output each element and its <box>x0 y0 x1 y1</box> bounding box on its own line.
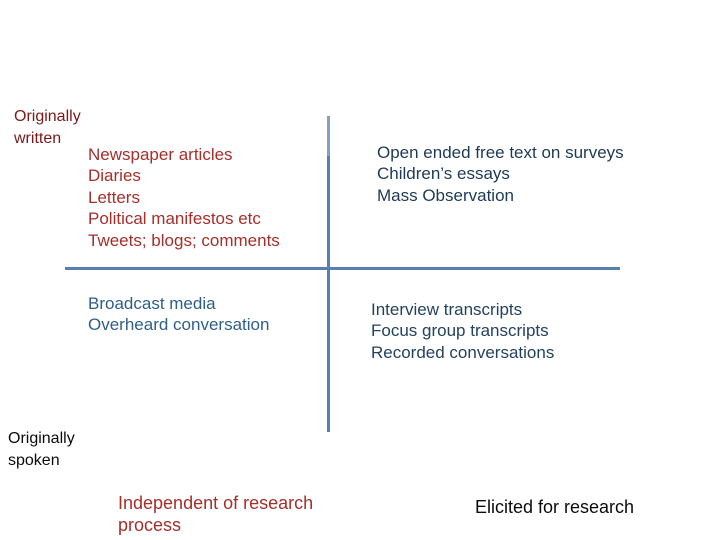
list-item: Focus group transcripts <box>371 321 549 341</box>
list-item: Broadcast media <box>88 294 216 313</box>
list-item: Tweets; blogs; comments <box>88 230 280 250</box>
list-item: Open ended free text on surveys <box>377 143 624 162</box>
list-item: Mass Observation <box>377 185 514 205</box>
y-axis-bottom-label: Originally spoken <box>8 430 75 469</box>
y-axis-line-main-segment <box>327 156 330 432</box>
list-item: Interview transcripts <box>371 300 523 319</box>
y-axis-top-label: Originally written <box>14 108 81 147</box>
list-item: Overheard conversation <box>88 315 270 335</box>
list-item: Recorded conversations <box>371 342 555 362</box>
list-item: Political manifestos etc <box>88 209 261 229</box>
list-item: Newspaper articles <box>88 145 233 164</box>
x-axis-right-label: Elicited for research <box>475 497 635 517</box>
y-axis-line-top-segment <box>327 116 330 156</box>
list-item: Children’s essays <box>377 164 510 184</box>
x-axis-line <box>65 267 620 270</box>
x-axis-left-label: Independent of research process <box>118 493 314 535</box>
y-axis-line <box>327 116 330 432</box>
list-item: Letters <box>88 187 140 207</box>
list-item: Diaries <box>88 166 141 186</box>
